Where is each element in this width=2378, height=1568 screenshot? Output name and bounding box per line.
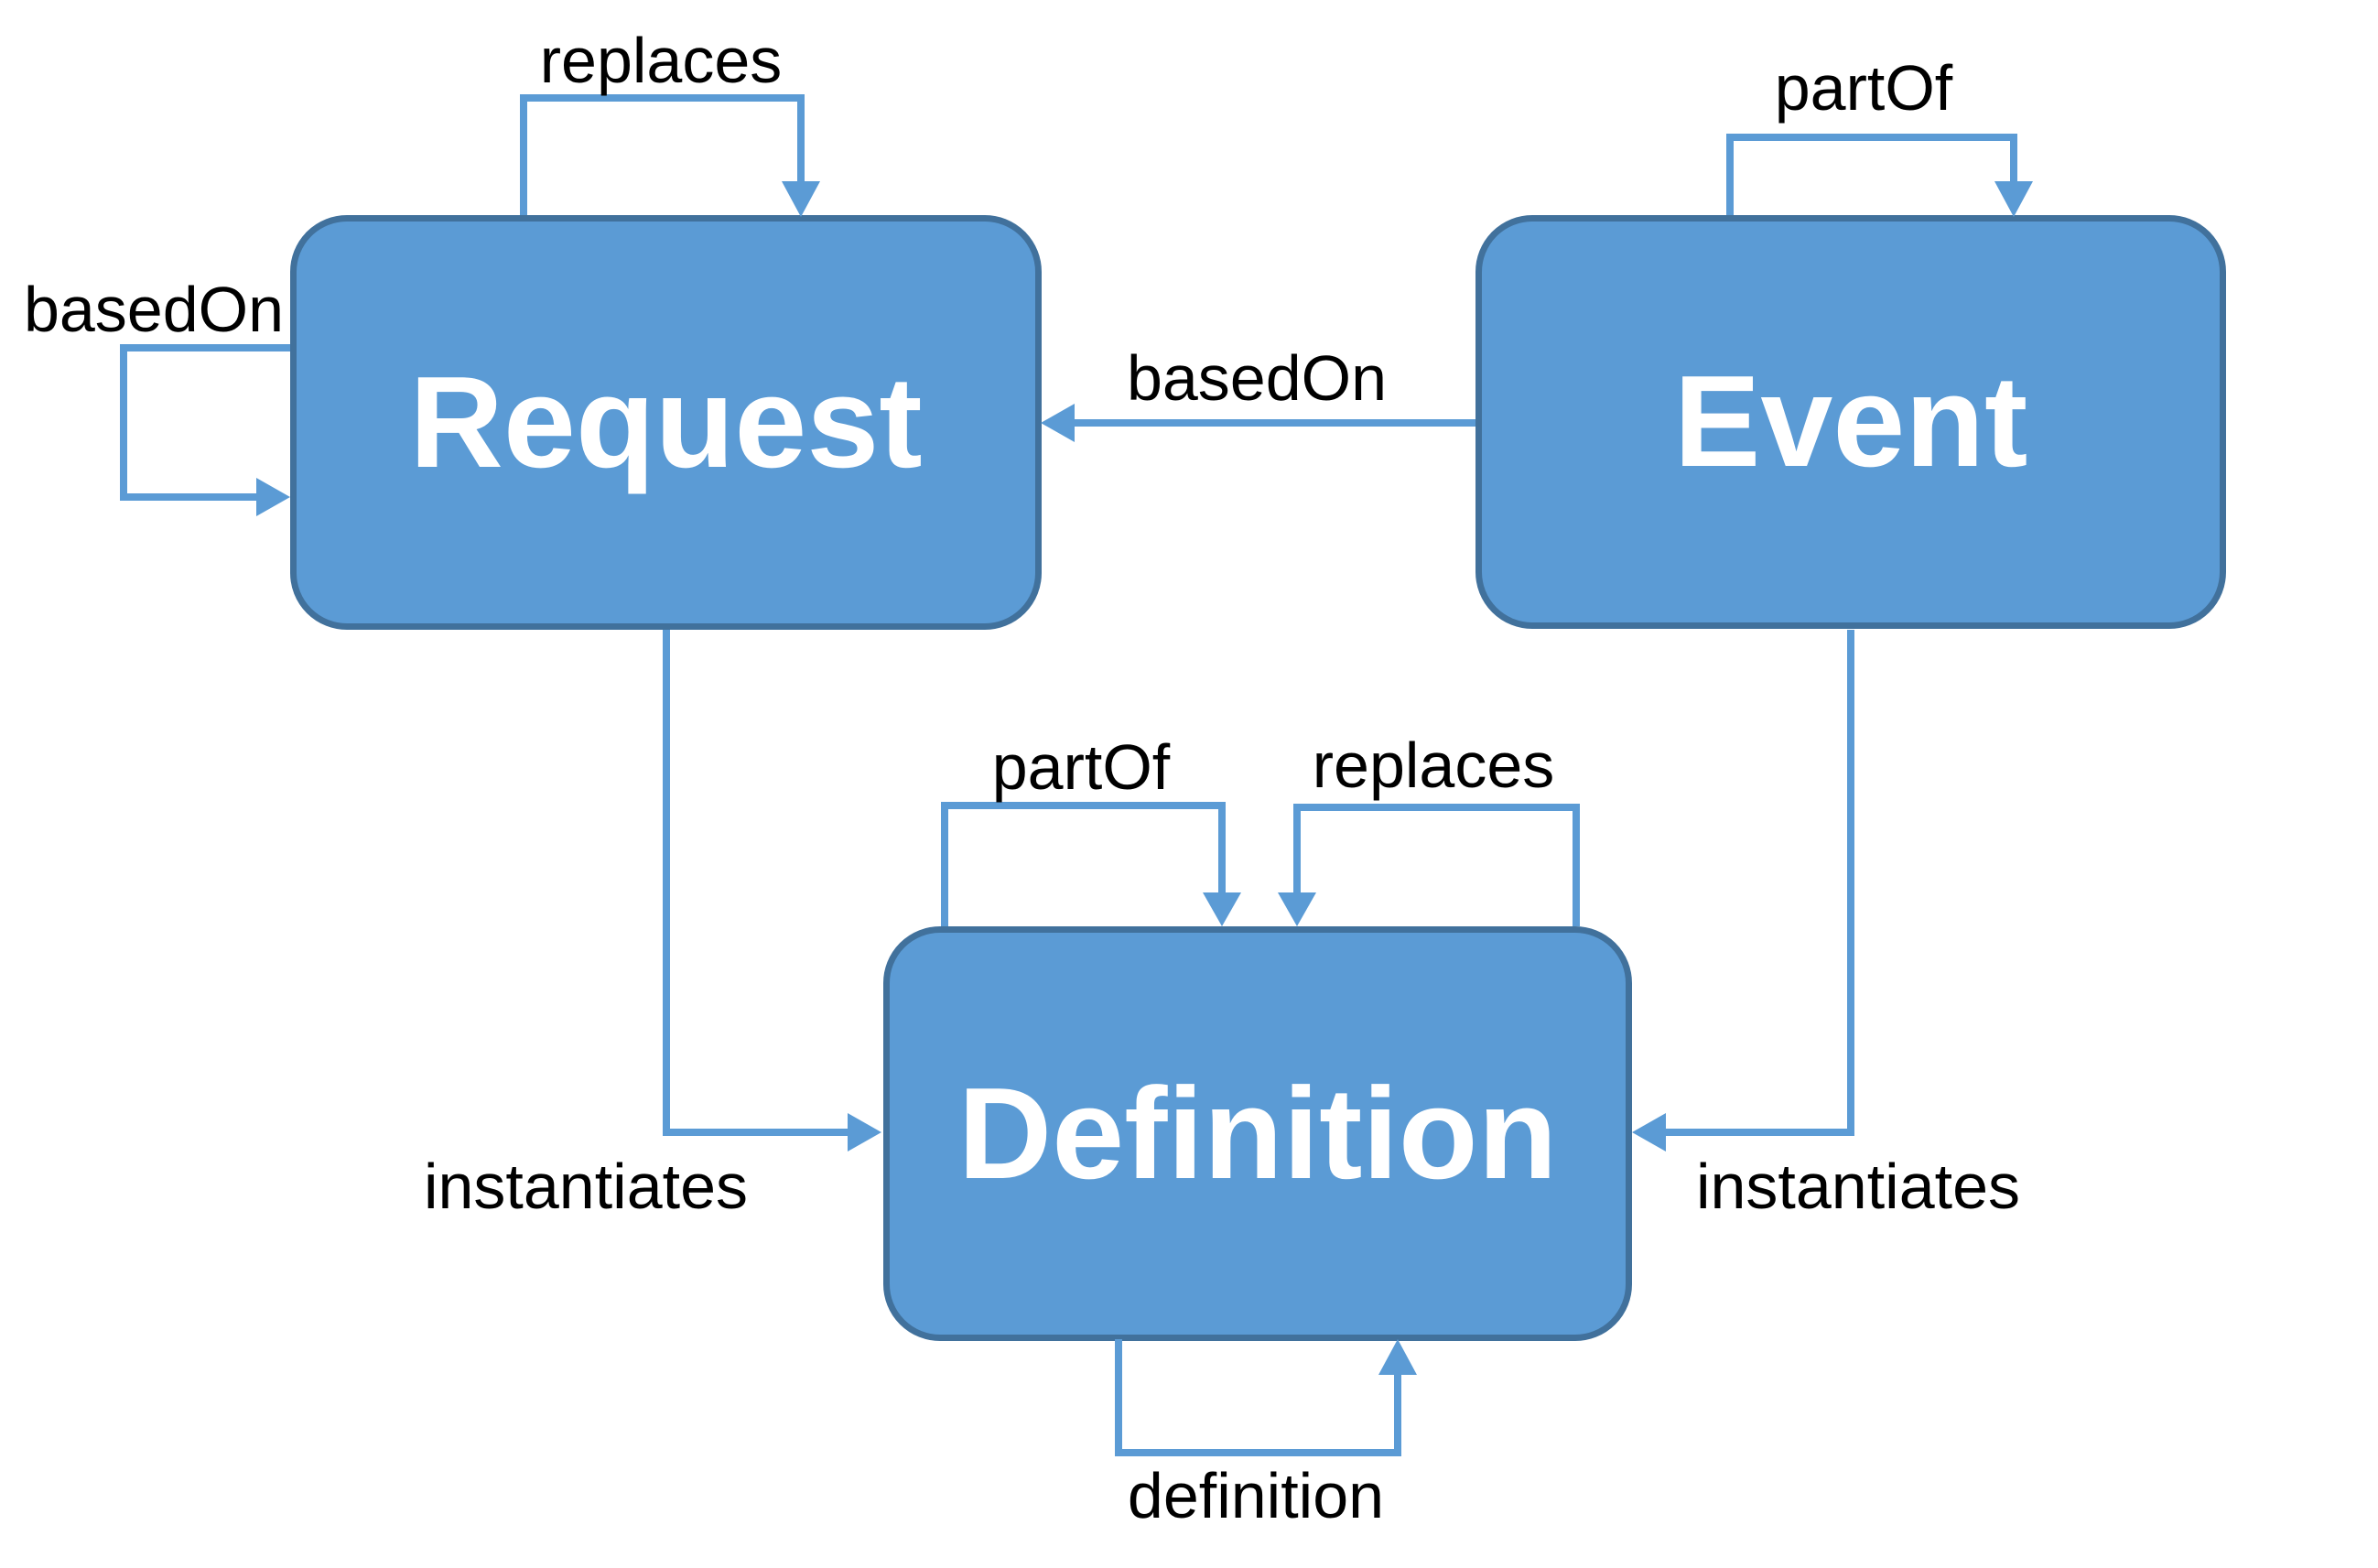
edge-label-event-partof: partOf	[1774, 52, 1953, 124]
edge-label-definition-replaces: replaces	[1312, 730, 1555, 801]
edge-definition-replaces-loop	[1278, 804, 1580, 926]
arrowhead-down-icon	[1203, 892, 1241, 926]
edge-definition-definition-loop	[1115, 1339, 1417, 1456]
node-event: Event	[1475, 215, 2226, 629]
edge-label-request-basedon: basedOn	[23, 274, 285, 345]
arrowhead-down-icon	[1278, 892, 1316, 926]
edge-definition-partof-loop	[941, 802, 1241, 926]
edge-request-instantiates	[663, 630, 881, 1152]
arrowhead-left-icon	[1632, 1113, 1666, 1152]
edge-label-definition-partof: partOf	[991, 731, 1171, 803]
arrowhead-down-icon	[782, 181, 820, 217]
node-request-label: Request	[409, 349, 923, 495]
edge-request-basedon-loop	[120, 344, 290, 516]
edge-label-request-instantiates: instantiates	[423, 1151, 749, 1222]
edge-label-definition-definition: definition	[1127, 1460, 1385, 1531]
edge-label-request-replaces: replaces	[539, 25, 783, 96]
edge-request-replaces-loop	[520, 94, 820, 217]
arrowhead-left-icon	[1041, 404, 1075, 442]
node-event-label: Event	[1673, 349, 2028, 494]
arrowhead-up-icon	[1378, 1339, 1417, 1375]
edge-event-instantiates	[1632, 630, 1854, 1152]
node-definition: Definition	[883, 926, 1632, 1341]
edge-label-event-basedon: basedOn	[1126, 342, 1388, 414]
arrowhead-right-icon	[848, 1113, 881, 1152]
arrowhead-down-icon	[1994, 181, 2033, 217]
edge-label-event-instantiates: instantiates	[1695, 1151, 2021, 1222]
edge-event-partof-loop	[1726, 134, 2033, 217]
node-request: Request	[290, 215, 1042, 630]
node-definition-label: Definition	[957, 1060, 1558, 1206]
arrowhead-right-icon	[256, 478, 290, 516]
